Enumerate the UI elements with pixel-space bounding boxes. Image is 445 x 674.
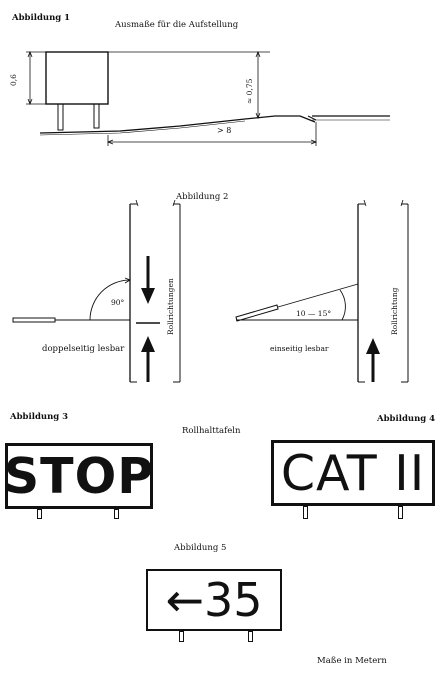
stop-sign-text: STOP (3, 447, 155, 505)
fig1-posts (57, 103, 100, 131)
distance-sign-post-left (179, 631, 184, 642)
figure5-label: Abbildung 5 (174, 543, 227, 553)
caption-double-sided: doppelseitig lesbar (42, 344, 125, 354)
cat-ii-sign: CAT II (271, 440, 435, 506)
fig2-right-sign (235, 283, 359, 322)
figure2-label: Abbildung 2 (176, 192, 229, 202)
fig2-left-sign (12, 317, 130, 323)
fig1-dim-height (26, 50, 46, 106)
center-caption: Rollhalttafeln (182, 426, 241, 436)
figure1-label: Abbildung 1 (12, 13, 71, 23)
caption-single-sided: einseitig lesbar (270, 344, 329, 353)
taxi-distance-sign-text: ←35 (165, 573, 263, 627)
fig2-left-arrows (141, 256, 155, 382)
dim-distance-label: > 8 (217, 126, 232, 135)
figure1-caption: Ausmaße für die Aufstellung (115, 20, 239, 30)
stop-sign: STOP (3, 443, 155, 509)
dim-height-label: 0,6 (9, 74, 18, 86)
cat-ii-sign-post-left (303, 506, 308, 519)
stop-sign-post-left (37, 509, 42, 519)
dim-clearance-label: ≈ 0,75 (245, 78, 254, 104)
taxi-distance-sign: ←35 (146, 569, 282, 631)
fig2-right-angle-arc (89, 277, 132, 321)
fig1-dim-distance (106, 122, 318, 146)
cat-ii-sign-post-right (398, 506, 403, 519)
fig2-angle-range-arc (339, 289, 346, 321)
fig2-right-taxiway (357, 199, 409, 383)
angle-range-label: 10 — 15° (296, 309, 332, 318)
fig1-dim-clearance (108, 50, 270, 120)
angle-right-label: 90° (111, 298, 125, 307)
fig1-ground (39, 115, 390, 136)
figure3-label: Abbildung 3 (10, 412, 69, 422)
cat-ii-sign-text: CAT II (280, 444, 426, 502)
stop-sign-post-right (114, 509, 119, 519)
fig2-left-taxiway (129, 199, 181, 383)
footer-units: Maße in Metern (317, 656, 387, 666)
vertical-label-left: Rollrichtungen (166, 278, 175, 335)
vertical-label-right: Rollrichtung (390, 287, 399, 335)
figure4-label: Abbildung 4 (377, 414, 436, 424)
fig1-sign-panel (45, 51, 109, 105)
fig2-right-arrow (366, 338, 380, 382)
distance-sign-post-right (248, 631, 253, 642)
